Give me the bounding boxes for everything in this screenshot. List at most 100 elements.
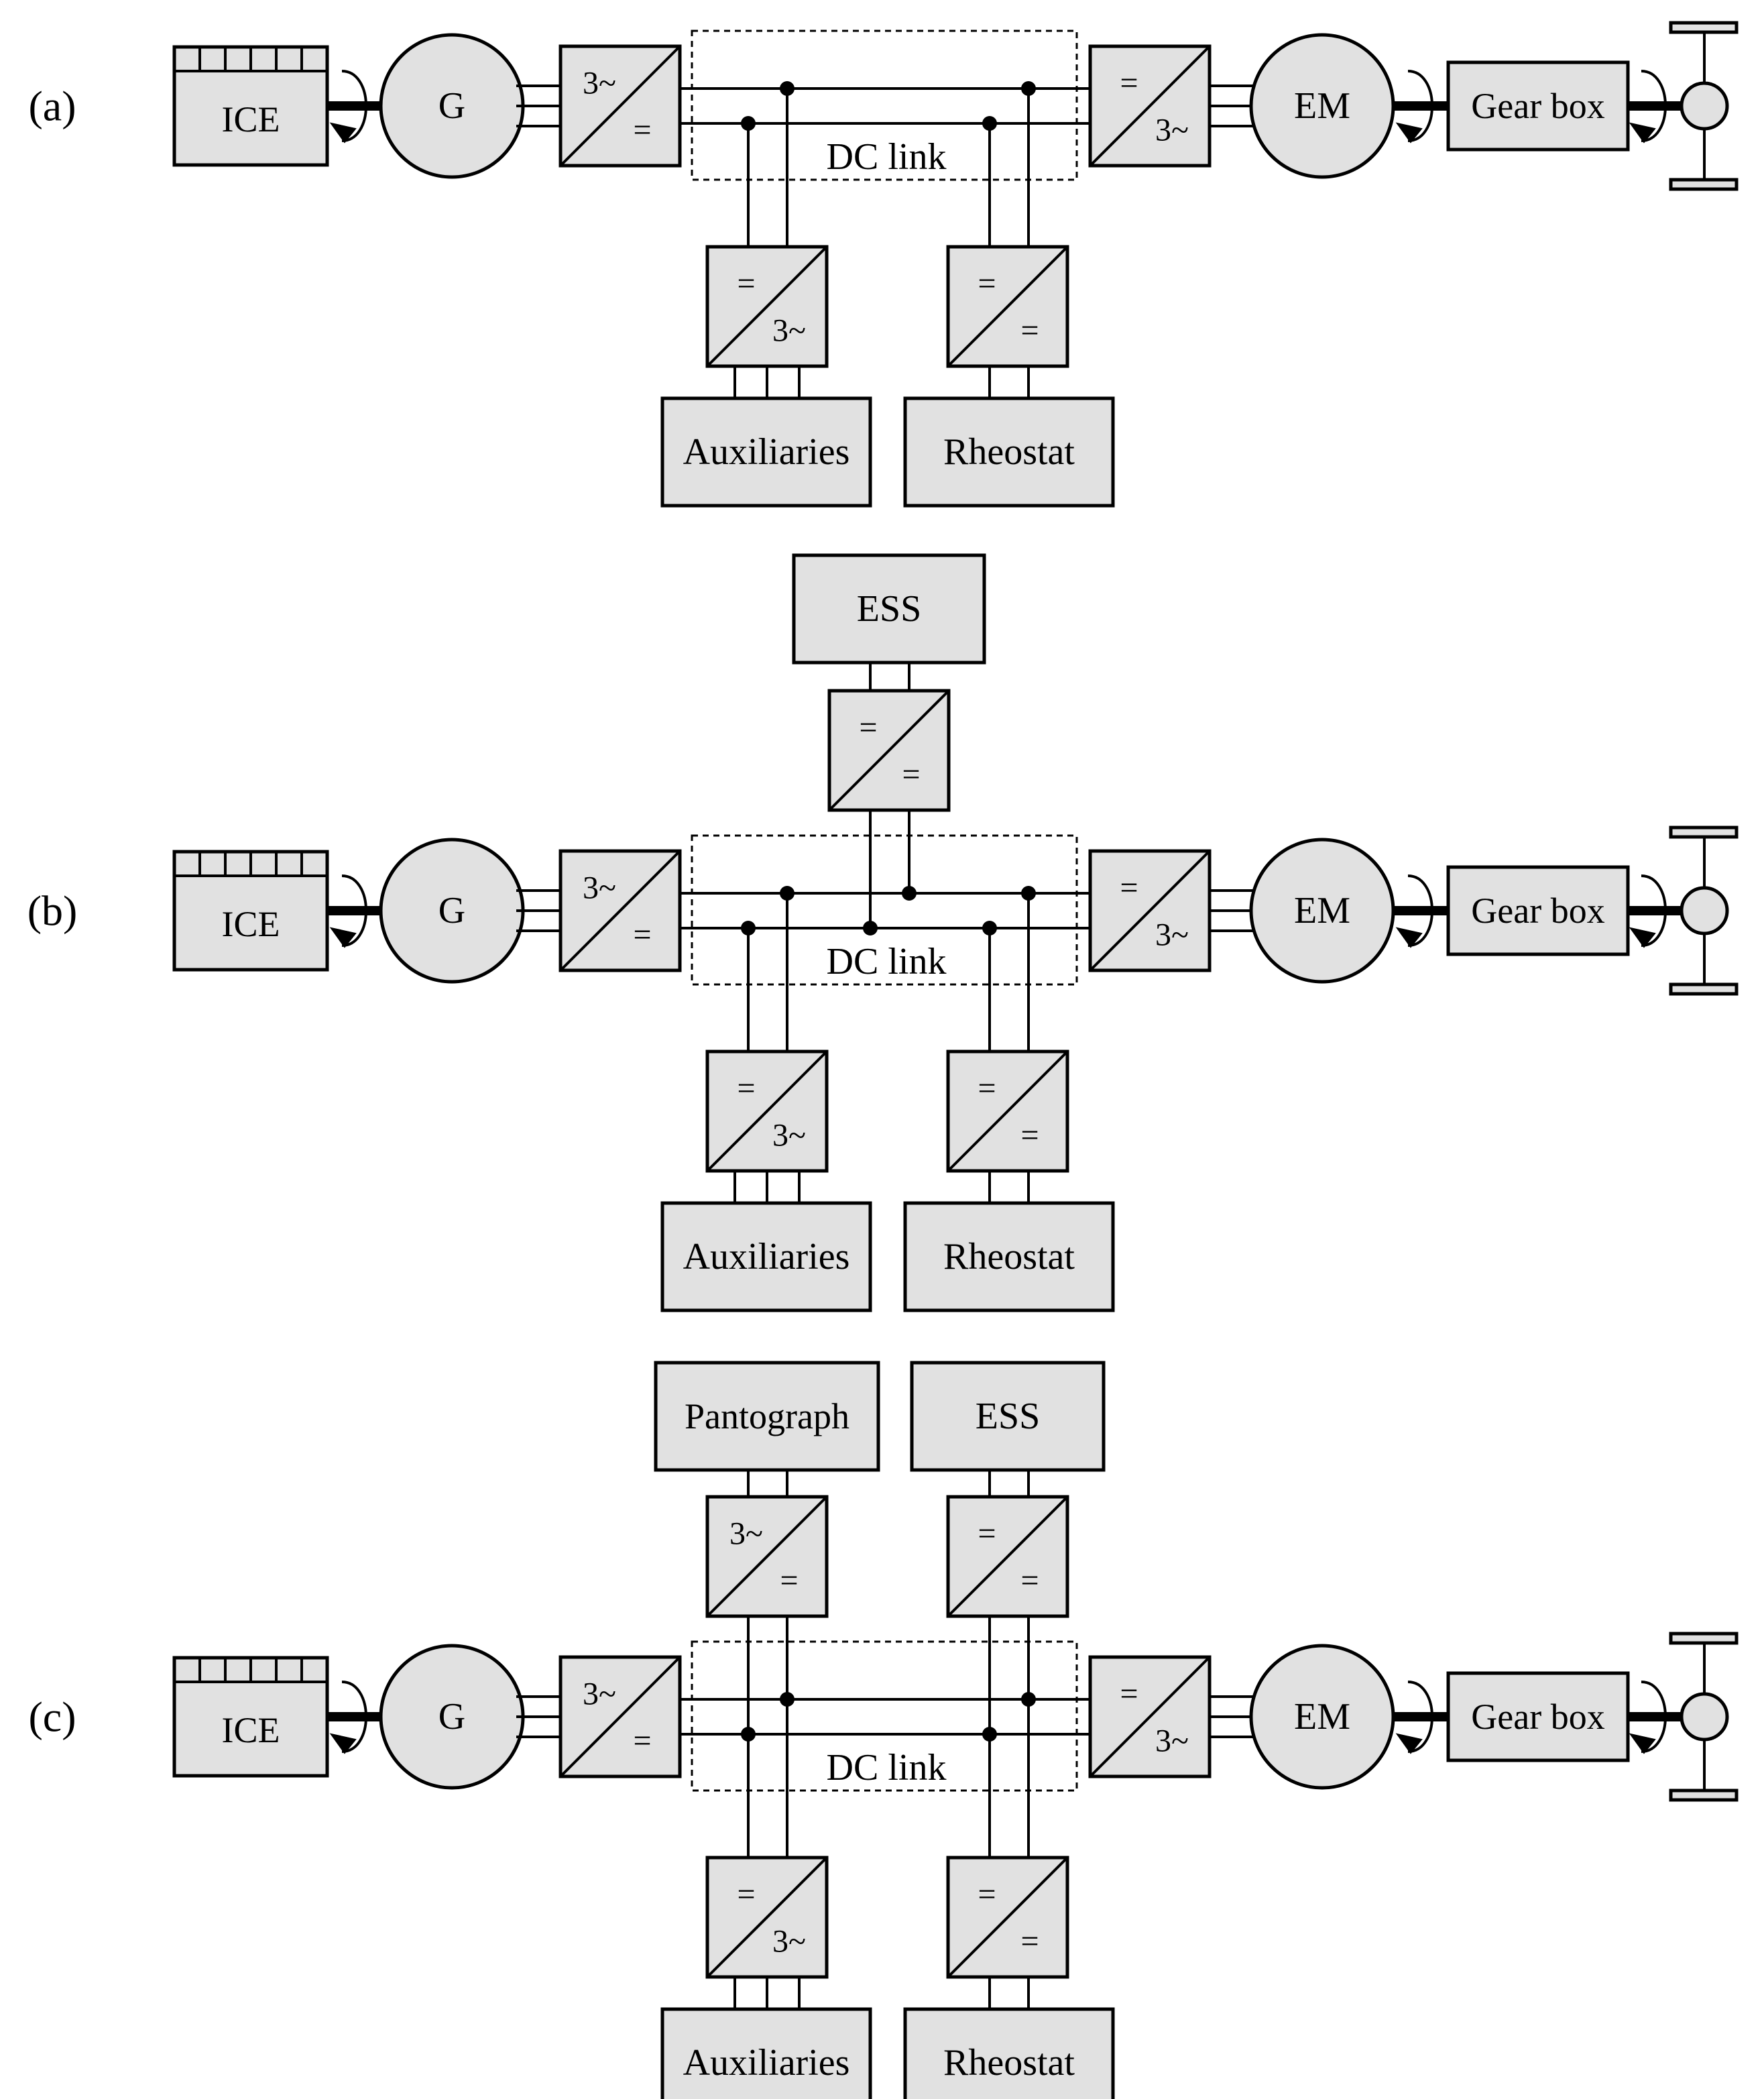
ice-label: ICE: [222, 904, 280, 944]
rheostat-box: [903, 396, 1115, 508]
rectifier-converter-top-symbol: 3~: [583, 66, 616, 101]
axle-hub: [1680, 81, 1729, 131]
ess-converter-diagonal: [828, 689, 950, 811]
gearbox-label: Gear box: [1471, 1697, 1604, 1737]
rotation-arc: [1641, 874, 1667, 947]
dc-link-frame: [691, 834, 1078, 986]
aux-converter-top-symbol: =: [737, 1071, 755, 1107]
rotation-arrow-icon: [1629, 874, 1667, 948]
junction-dot: [780, 886, 795, 901]
rotation-arrowhead: [1629, 927, 1656, 948]
aux-converter-bottom-symbol: 3~: [772, 313, 806, 349]
ice-label: ICE: [222, 99, 280, 139]
aux-converter-bottom-symbol: 3~: [772, 1118, 806, 1153]
ess-converter: ==: [827, 689, 951, 812]
rotation-arrow-icon: [1629, 70, 1667, 144]
junction-dot: [741, 921, 756, 935]
inverter-converter: = 3~: [1088, 44, 1212, 168]
rotation-arc: [1641, 70, 1667, 142]
rectifier-converter-top-symbol: 3~: [583, 870, 616, 906]
inverter-converter-diagonal: [1089, 45, 1211, 167]
rotation-arrow-icon: [1629, 1681, 1667, 1754]
wheel-top: [1669, 21, 1739, 34]
rheostat-converter-diagonal: [947, 1050, 1069, 1172]
rotation-arrowhead: [329, 927, 357, 948]
wheelset-icon: [1669, 1632, 1739, 1802]
rectifier-converter-bottom-symbol: =: [633, 917, 651, 953]
rotation-arrowhead: [1395, 1733, 1423, 1754]
generator-label: G: [438, 85, 465, 127]
pantograph-converter: 3~=: [705, 1495, 829, 1618]
ice-label: ICE: [222, 1710, 280, 1750]
wheel-top: [1669, 1632, 1739, 1645]
rheostat-converter-diagonal: [947, 1856, 1069, 1978]
gearbox-label: Gear box: [1471, 86, 1604, 126]
rheostat-label: Rheostat: [943, 1236, 1075, 1278]
junction-dot: [982, 921, 997, 935]
junction-dot: [1021, 81, 1036, 96]
pantograph-converter-diagonal: [706, 1495, 828, 1618]
dc-link-label: DC link: [827, 941, 947, 982]
pantograph-label: Pantograph: [685, 1396, 849, 1436]
rheostat-converter-top-symbol: =: [978, 1071, 996, 1107]
generator-label: G: [438, 1696, 465, 1738]
aux-converter: = 3~: [705, 1050, 829, 1173]
junction-dot: [741, 116, 756, 131]
gearbox-box: [1446, 865, 1630, 956]
inverter-converter: = 3~: [1088, 849, 1212, 972]
rectifier-converter-bottom-symbol: =: [633, 113, 651, 148]
rectifier-converter-top-symbol: 3~: [583, 1677, 616, 1712]
panel-label: (c): [28, 1693, 76, 1741]
pantograph-box: [654, 1361, 880, 1472]
auxiliaries-box: [660, 2007, 872, 2099]
rheostat-converter-diagonal: [947, 245, 1069, 367]
rotation-arrow-icon: [329, 874, 367, 948]
ess-converter-top-symbol: =: [859, 710, 877, 746]
rotation-arrowhead: [1629, 1733, 1656, 1754]
rotation-arrow-icon: [329, 70, 367, 144]
junction-dot: [902, 886, 917, 901]
auxiliaries-label: Auxiliaries: [683, 431, 850, 473]
inverter-converter-bottom-symbol: 3~: [1155, 917, 1189, 953]
rectifier-converter: 3~ =: [558, 849, 682, 972]
axle-hub: [1680, 886, 1729, 935]
rotation-arrow-icon: [1395, 1681, 1433, 1754]
rheostat-box: [903, 2007, 1115, 2099]
wheel-bottom: [1669, 1789, 1739, 1802]
ess-label: ESS: [857, 588, 922, 630]
rheostat-converter: ==: [946, 1856, 1069, 1979]
rheostat-label: Rheostat: [943, 431, 1075, 473]
ice-engine: ICE: [172, 1656, 329, 1778]
rheostat-converter: ==: [946, 1050, 1069, 1173]
rotation-arrowhead: [329, 122, 357, 144]
junction-dot: [1021, 886, 1036, 901]
rheostat-converter: ==: [946, 245, 1069, 368]
aux-converter-diagonal: [706, 1050, 828, 1172]
wheel-bottom: [1669, 178, 1739, 191]
inverter-converter-top-symbol: =: [1120, 870, 1138, 906]
inverter-converter-top-symbol: =: [1120, 66, 1138, 101]
ess-converter-bottom-symbol: =: [902, 757, 920, 793]
rheostat-box: [903, 1201, 1115, 1312]
auxiliaries-label: Auxiliaries: [683, 1236, 850, 1278]
pantograph-converter-bottom-symbol: =: [780, 1563, 798, 1599]
rectifier-converter-diagonal: [559, 1656, 681, 1778]
aux-converter: =3~: [705, 1856, 829, 1979]
inverter-converter-bottom-symbol: 3~: [1155, 113, 1189, 148]
generator-label: G: [438, 890, 465, 931]
rotation-arrow-icon: [329, 1681, 367, 1754]
rectifier-converter: 3~ =: [558, 44, 682, 168]
motor-label: EM: [1294, 890, 1350, 931]
gearbox-box: [1446, 1671, 1630, 1762]
dc-link-frame: [691, 30, 1078, 181]
ess-box: [910, 1361, 1106, 1472]
aux-converter: =3~: [705, 245, 829, 368]
gearbox-label: Gear box: [1471, 891, 1604, 931]
inverter-converter-bottom-symbol: 3~: [1155, 1723, 1189, 1759]
rectifier-converter-diagonal: [559, 45, 681, 167]
rotation-arc: [341, 874, 367, 947]
aux-converter-diagonal: [706, 1856, 828, 1978]
